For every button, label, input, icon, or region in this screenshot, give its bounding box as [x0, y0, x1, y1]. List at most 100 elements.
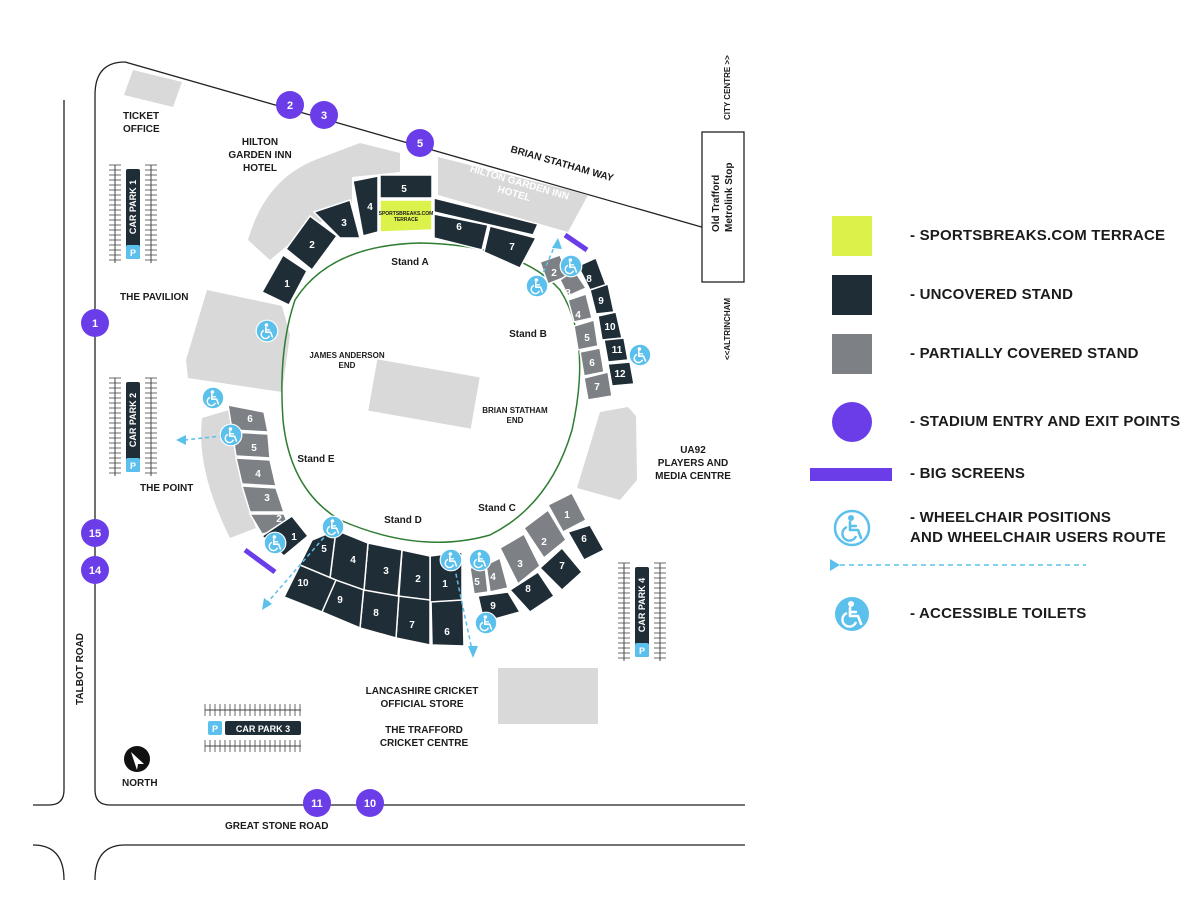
- section-number: 3: [517, 559, 523, 570]
- section-number: 2: [276, 514, 282, 525]
- section-number: 2: [541, 537, 547, 548]
- pitch-boundary: [281, 242, 581, 543]
- city-centre-label: CITY CENTRE >>: [723, 55, 732, 120]
- section-number: 10: [604, 322, 616, 333]
- car-park-label: CAR PARK 2: [128, 393, 138, 447]
- entry-point-3[interactable]: 3: [310, 101, 338, 129]
- section-number: 1: [291, 532, 297, 543]
- stand-section[interactable]: [538, 546, 584, 592]
- parking-p: P: [212, 724, 218, 734]
- stand-section[interactable]: [546, 491, 588, 534]
- wheelchair-icon: [525, 274, 549, 298]
- entry-point-1[interactable]: 1: [81, 309, 109, 337]
- stand-section[interactable]: [240, 485, 286, 513]
- section-number: 10: [297, 578, 309, 589]
- metrolink-stop: Old Trafford Metrolink Stop: [701, 131, 745, 283]
- legend-wheelchair-label: - WHEELCHAIR POSITIONS AND WHEELCHAIR US…: [910, 509, 1167, 546]
- car-park-label: CAR PARK 4: [637, 578, 647, 632]
- route-arrows: [176, 238, 562, 658]
- stand-section[interactable]: [603, 337, 629, 363]
- screen-swatch: [810, 467, 892, 481]
- section-number: 4: [490, 572, 496, 583]
- the-point-label: THE POINT: [140, 483, 193, 494]
- legend-entry: - STADIUM ENTRY AND EXIT POINTS: [800, 402, 1180, 442]
- section-number: 1: [284, 279, 290, 290]
- stand-section[interactable]: [522, 508, 567, 560]
- wheelchair-ring-icon: [833, 509, 871, 547]
- legend: - SPORTSBREAKS.COM TERRACE - UNCOVERED S…: [800, 200, 1190, 660]
- stand-section[interactable]: [397, 549, 431, 601]
- stand-section[interactable]: [499, 532, 541, 586]
- stand-section[interactable]: [282, 564, 337, 613]
- trafford-cricket-centre: [498, 668, 598, 724]
- partial-swatch: [832, 334, 872, 374]
- entry-point-11[interactable]: 11: [303, 789, 331, 817]
- section-number: 7: [409, 620, 415, 631]
- stand-section[interactable]: [583, 371, 613, 401]
- stand-section[interactable]: [508, 570, 556, 613]
- parking-p: P: [639, 646, 645, 656]
- legend-uncovered-label: - UNCOVERED STAND: [910, 286, 1074, 303]
- wheelchair-icon: [263, 531, 287, 555]
- wheelchair-icon: [439, 548, 463, 572]
- ticket-office-building: [124, 70, 182, 107]
- stand-section[interactable]: [566, 524, 606, 561]
- legend-route-line: [830, 559, 1086, 571]
- wheelchair-icon: [559, 254, 583, 278]
- stand-b-label: Stand B: [509, 329, 547, 340]
- hilton-hotel-right: [438, 157, 588, 232]
- stand-e-label: Stand E: [297, 454, 335, 465]
- stand-a-label: Stand A: [391, 257, 428, 268]
- stand-section[interactable]: [352, 175, 379, 237]
- stand-section[interactable]: [312, 199, 361, 239]
- section-number: 1: [564, 510, 570, 521]
- stand-section[interactable]: [227, 404, 269, 433]
- stand-section[interactable]: [579, 347, 605, 377]
- legend-entry-label: - STADIUM ENTRY AND EXIT POINTS: [910, 413, 1181, 430]
- legend-partial-label: - PARTIALLY COVERED STAND: [910, 345, 1139, 362]
- entry-point-14[interactable]: 14: [81, 556, 109, 584]
- stand-section[interactable]: [573, 319, 599, 351]
- legend-screens-label: - BIG SCREENS: [910, 465, 1026, 482]
- car-park-4: P CAR PARK 4: [618, 562, 666, 661]
- stand-d-label: Stand D: [384, 515, 422, 526]
- stand-section[interactable]: [607, 361, 635, 387]
- stand-section[interactable]: [379, 174, 433, 199]
- terrace-swatch: [832, 216, 872, 256]
- stand-section[interactable]: [433, 213, 489, 251]
- section-number: 5: [584, 333, 590, 344]
- section-number: 12: [614, 369, 626, 380]
- stand-section[interactable]: [235, 457, 277, 487]
- section-number: 2: [309, 240, 315, 251]
- section-number: 3: [264, 493, 270, 504]
- wheelchair-icon: [468, 548, 492, 572]
- stand-section[interactable]: [485, 556, 509, 593]
- section-number: 2: [415, 574, 421, 585]
- entry-point-5[interactable]: 5: [406, 129, 434, 157]
- entry-point-15[interactable]: 15: [81, 519, 109, 547]
- stand-section[interactable]: [433, 197, 540, 236]
- stand-section[interactable]: [260, 253, 308, 306]
- wheelchair-icon: [201, 386, 225, 410]
- altrincham-label: <<ALTRINCHAM: [723, 298, 732, 360]
- legend-wheelchair: - WHEELCHAIR POSITIONS AND WHEELCHAIR US…: [800, 508, 1166, 548]
- stand-section[interactable]: [379, 199, 433, 233]
- section-number: 6: [581, 534, 587, 545]
- entry-point-10[interactable]: 10: [356, 789, 384, 817]
- stand-section[interactable]: [483, 225, 538, 269]
- section-number: 3: [565, 288, 571, 299]
- section-number: 1: [442, 579, 448, 590]
- section-number: 6: [444, 627, 450, 638]
- pitch-square: [368, 359, 480, 429]
- entry-point-2[interactable]: 2: [276, 91, 304, 119]
- section-number: 8: [373, 608, 379, 619]
- stand-section[interactable]: [567, 293, 593, 323]
